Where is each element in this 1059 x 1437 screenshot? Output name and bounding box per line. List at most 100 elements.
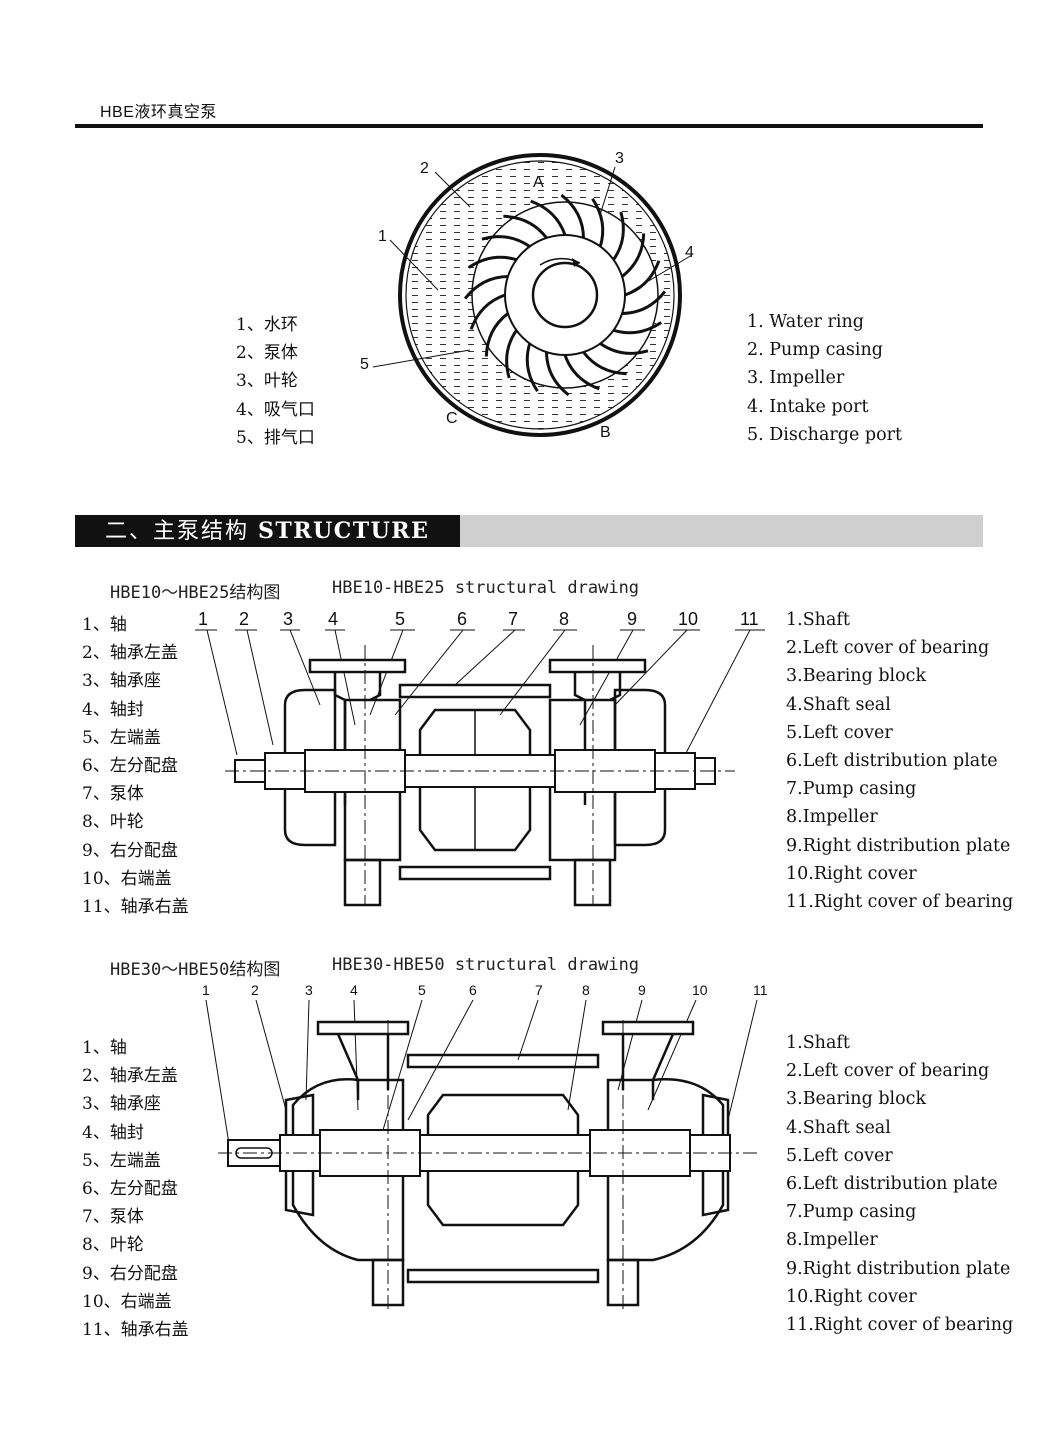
part-item: 7.Pump casing xyxy=(786,779,917,800)
part-item: 2.Left cover of bearing xyxy=(786,638,990,659)
part-item: 9、右分配盘 xyxy=(82,1263,178,1284)
d2-callout: 4 xyxy=(350,982,358,998)
part-item: 6.Left distribution plate xyxy=(786,750,998,771)
impeller-blade xyxy=(505,329,518,379)
legend-item: 3. Impeller xyxy=(747,368,845,389)
part-item: 1.Shaft xyxy=(786,1033,850,1053)
part-item: 10.Right cover xyxy=(786,863,917,884)
principle-legend-cn: 1、水环 2、泵体 3、叶轮 4、吸气口 5、排气口 xyxy=(236,311,315,452)
impeller-blade xyxy=(530,199,567,236)
part-item: 3、轴承座 xyxy=(82,1094,161,1115)
drawing1-title-en: HBE10-HBE25 structural drawing xyxy=(332,578,640,598)
drawing2-parts-cn: 1、轴 2、轴承左盖 3、轴承座 4、轴封 5、左端盖 6、左分配盘 7、泵体 … xyxy=(82,1034,189,1344)
part-item: 8、叶轮 xyxy=(82,1235,144,1256)
impeller-blade xyxy=(545,352,570,397)
part-item: 10.Right cover xyxy=(786,1286,917,1307)
impeller-blade xyxy=(622,290,667,315)
impeller-blade xyxy=(621,233,646,278)
callout-3: 3 xyxy=(615,150,624,167)
d2-callout: 6 xyxy=(469,982,477,998)
part-item: 2.Left cover of bearing xyxy=(786,1061,990,1082)
impeller-blade xyxy=(469,293,506,330)
drawing1-parts-cn: 1、轴 2、轴承左盖 3、轴承座 4、轴封 5、左端盖 6、左分配盘 7、泵体 … xyxy=(82,611,189,921)
part-item: 10、右端盖 xyxy=(82,1291,172,1312)
impeller-blade xyxy=(484,312,509,357)
d2-callout: 5 xyxy=(418,982,426,998)
part-item: 2、轴承左盖 xyxy=(82,643,178,664)
d2-callout: 2 xyxy=(251,982,259,998)
d1-callout: 1 xyxy=(198,609,208,629)
section-heading: 二、主泵结构 STRUCTURE xyxy=(75,515,460,547)
part-item: 4.Shaft seal xyxy=(786,1117,891,1138)
d1-callout: 4 xyxy=(328,609,338,629)
d1-callout: 11 xyxy=(740,609,759,629)
part-item: 4.Shaft seal xyxy=(786,694,891,715)
d1-callout: 3 xyxy=(283,609,293,629)
callout-2: 2 xyxy=(420,160,429,177)
d1-callout: 6 xyxy=(457,609,467,629)
header-rule xyxy=(75,124,983,128)
legend-item: 2、泵体 xyxy=(236,343,298,364)
d1-callout: 5 xyxy=(395,609,405,629)
part-item: 5.Left cover xyxy=(786,722,893,743)
section-heading-cn: 二、主泵结构 xyxy=(105,519,250,544)
impeller-blade xyxy=(613,321,663,335)
legend-item: 2. Pump casing xyxy=(747,340,883,361)
d2-callout: 7 xyxy=(535,982,543,998)
d2-callout: 1 xyxy=(202,982,210,998)
part-item: 3.Bearing block xyxy=(786,1089,927,1110)
impeller-blade xyxy=(463,275,508,300)
legend-item: 5. Discharge port xyxy=(747,424,902,445)
part-item: 7、泵体 xyxy=(82,784,144,805)
d1-callout: 2 xyxy=(239,609,249,629)
impeller-blade xyxy=(582,351,627,376)
legend-item: 1. Water ring xyxy=(747,312,864,332)
legend-item: 5、排气口 xyxy=(236,427,315,448)
part-item: 11、轴承右盖 xyxy=(82,1319,189,1340)
legend-item: 3、叶轮 xyxy=(236,371,298,392)
part-item: 1、轴 xyxy=(82,615,127,635)
d1-callout: 7 xyxy=(508,609,518,629)
part-item: 9、右分配盘 xyxy=(82,840,178,861)
part-item: 4、轴封 xyxy=(82,1122,144,1143)
part-item: 3、轴承座 xyxy=(82,671,161,692)
d2-callout: 9 xyxy=(638,982,646,998)
impeller-blade xyxy=(563,354,600,391)
impeller-blade xyxy=(599,342,649,355)
impeller-blade xyxy=(525,343,539,393)
part-item: 9.Right distribution plate xyxy=(786,835,1011,856)
impeller-blade xyxy=(612,211,625,261)
impeller-blade xyxy=(503,214,548,239)
part-item: 11.Right cover of bearing xyxy=(786,891,1014,912)
part-item: 8、叶轮 xyxy=(82,812,144,833)
part-item: 1、轴 xyxy=(82,1038,127,1058)
water-ring-principle-diagram: 2 3 1 4 5 A B C xyxy=(360,150,694,441)
part-item: 7.Pump casing xyxy=(786,1202,917,1223)
part-item: 9.Right distribution plate xyxy=(786,1258,1011,1279)
callout-1: 1 xyxy=(378,228,387,245)
impeller-blade xyxy=(467,255,517,269)
drawing2-title-en: HBE30-HBE50 structural drawing xyxy=(332,955,640,975)
callout-5: 5 xyxy=(360,356,369,373)
part-item: 10、右端盖 xyxy=(82,868,172,889)
part-item: 8.Impeller xyxy=(786,807,878,828)
point-A: A xyxy=(533,174,544,191)
structure-drawing-2: 1 2 3 4 5 6 7 8 9 10 11 xyxy=(202,982,768,1310)
principle-legend-en: 1. Water ring 2. Pump casing 3. Impeller… xyxy=(747,308,902,449)
part-item: 11、轴承右盖 xyxy=(82,896,189,917)
d1-callout: 8 xyxy=(559,609,569,629)
impeller-blade xyxy=(591,197,605,247)
point-B: B xyxy=(600,424,611,441)
drawing1-title-cn: HBE10～HBE25结构图 xyxy=(110,583,281,603)
d2-callout: 10 xyxy=(692,982,708,998)
d2-callout: 11 xyxy=(753,982,768,998)
part-item: 5.Left cover xyxy=(786,1145,893,1166)
drawing2-title-cn: HBE30～HBE50结构图 xyxy=(110,960,281,980)
part-item: 1.Shaft xyxy=(786,610,850,630)
part-item: 5、左端盖 xyxy=(82,1150,161,1171)
part-item: 8.Impeller xyxy=(786,1230,878,1251)
d2-callout: 3 xyxy=(305,982,313,998)
part-item: 6、左分配盘 xyxy=(82,755,178,776)
structure-drawing-1: 1 2 3 4 5 6 7 8 9 10 11 xyxy=(195,609,765,907)
drawing1-parts-en: 1.Shaft 2.Left cover of bearing 3.Bearin… xyxy=(786,606,1013,916)
